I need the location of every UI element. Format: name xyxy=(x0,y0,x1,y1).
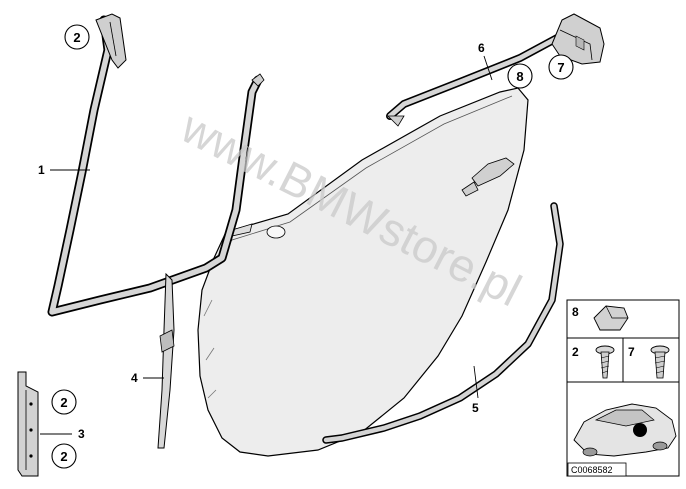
callout-5: 5 xyxy=(472,401,479,415)
circled-8: 8 xyxy=(507,63,533,89)
circled-8-label: 8 xyxy=(516,69,523,84)
part-5-lower-seal xyxy=(322,202,564,444)
panel-label-8: 8 xyxy=(572,305,579,319)
callout-1: 1 xyxy=(38,163,45,177)
callout-4: 4 xyxy=(131,371,138,385)
part-1-door-frame-seal xyxy=(47,13,265,317)
circled-7: 7 xyxy=(548,54,574,80)
part-3-bracket xyxy=(17,371,39,477)
circled-2-low-label: 2 xyxy=(60,449,67,464)
panel-label-2: 2 xyxy=(572,345,579,359)
diagram-code: C0068582 xyxy=(571,465,613,475)
circled-2-mid: 2 xyxy=(51,389,77,415)
circled-2-top: 2 xyxy=(64,24,90,50)
door-panel xyxy=(197,87,529,457)
part-6-window-channel xyxy=(386,26,576,127)
screw-icon xyxy=(595,345,615,379)
circled-2-mid-label: 2 xyxy=(60,395,67,410)
screw-icon-alt xyxy=(650,345,670,379)
circled-2-top-label: 2 xyxy=(73,30,80,45)
callout-6: 6 xyxy=(478,41,485,55)
parts-reference-panel: 8 2 7 C0068582 xyxy=(566,299,680,477)
car-location-icon xyxy=(573,403,677,457)
panel-label-7: 7 xyxy=(628,345,635,359)
clip-part-icon xyxy=(593,305,629,331)
callout-3: 3 xyxy=(78,427,85,441)
circled-2-low: 2 xyxy=(51,443,77,469)
circled-7-label: 7 xyxy=(557,60,564,75)
part-7-end-piece xyxy=(551,13,605,65)
leader-lines xyxy=(40,55,493,435)
part-4-strip xyxy=(157,272,175,449)
